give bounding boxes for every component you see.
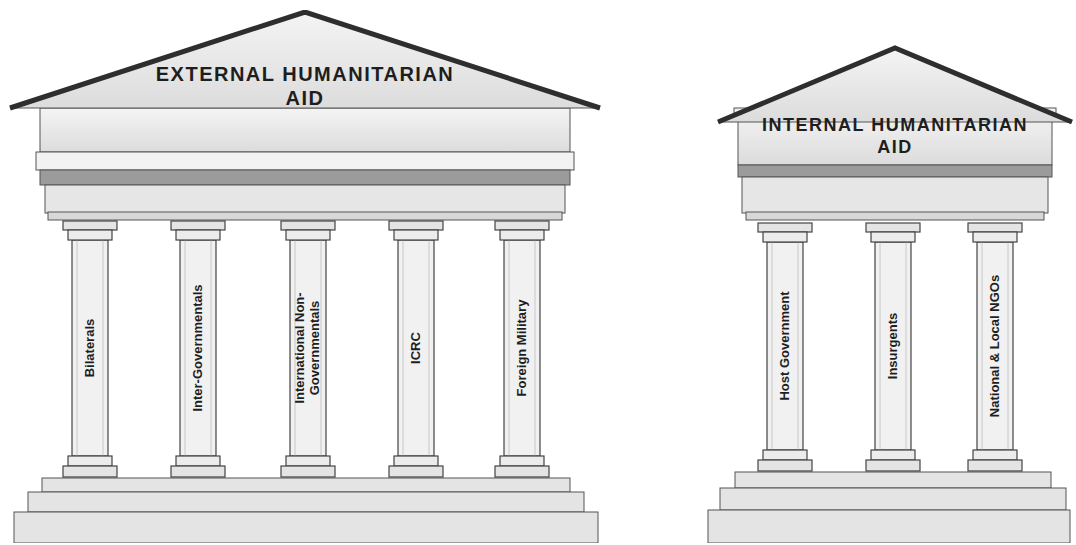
column-flute	[906, 242, 907, 450]
column-label: Foreign Military	[515, 246, 530, 450]
temple-title: EXTERNAL HUMANITARIAN AID	[155, 62, 455, 110]
column-base	[495, 466, 549, 477]
column-shaft	[875, 242, 911, 450]
column-base	[389, 466, 443, 477]
column-base	[176, 456, 220, 466]
column-capital	[281, 221, 335, 230]
temple-title: INTERNAL HUMANITARIAN AID	[745, 115, 1045, 158]
temple-band	[738, 165, 1052, 177]
temple-step	[28, 492, 584, 512]
column-base	[763, 450, 807, 460]
column-base	[758, 460, 812, 471]
text-holder: EXTERNAL HUMANITARIAN AID	[155, 62, 455, 110]
column-flute	[509, 240, 510, 456]
temple-pediment	[718, 48, 1072, 122]
column-capital	[68, 230, 112, 240]
column-base	[171, 466, 225, 477]
text-holder: INTERNAL HUMANITARIAN AID	[745, 115, 1045, 158]
column-flute	[880, 242, 881, 450]
column-base	[394, 456, 438, 466]
column-shaft	[180, 240, 216, 456]
column-flute	[798, 242, 799, 450]
column-base	[286, 456, 330, 466]
column-flute	[185, 240, 186, 456]
column-label: Host Government	[778, 248, 793, 444]
column-flute	[982, 242, 983, 450]
temple-step	[42, 478, 570, 492]
temple-band	[40, 170, 570, 185]
column-label: Bilaterals	[83, 246, 98, 450]
column-base	[973, 450, 1017, 460]
column-shaft	[290, 240, 326, 456]
column-label: Inter-Governmentals	[191, 246, 206, 450]
temple: EXTERNAL HUMANITARIAN AID Bilaterals Inter…	[8, 10, 604, 543]
temple-frieze	[40, 108, 570, 152]
column-base	[68, 456, 112, 466]
column-base	[968, 460, 1022, 471]
column-base	[500, 456, 544, 466]
column-capital	[394, 230, 438, 240]
column-label: National & Local NGOs	[988, 248, 1003, 444]
column: Insurgents	[863, 222, 923, 472]
column-shaft	[398, 240, 434, 456]
column-capital	[495, 221, 549, 230]
column-capital	[973, 232, 1017, 242]
column: National & Local NGOs	[965, 222, 1025, 472]
column-base	[63, 466, 117, 477]
temple-step	[735, 472, 1051, 488]
temple-lip	[48, 212, 562, 220]
column: Inter-Governmentals	[168, 220, 228, 478]
column-capital	[758, 223, 812, 232]
column-flute	[103, 240, 104, 456]
roof-edge	[718, 48, 1072, 122]
temple-step	[720, 488, 1066, 510]
temple-architrave	[742, 177, 1048, 213]
column-base	[866, 460, 920, 471]
column: ICRC	[386, 220, 446, 478]
column-capital	[389, 221, 443, 230]
column-base	[871, 450, 915, 460]
temple-lip	[746, 212, 1044, 220]
temple: INTERNAL HUMANITARIAN AID Host Government…	[704, 44, 1074, 543]
column: Bilaterals	[60, 220, 120, 478]
column: Foreign Military	[492, 220, 552, 478]
temple-frieze	[738, 110, 1052, 165]
column-flute	[535, 240, 536, 456]
column-shaft	[72, 240, 108, 456]
column: Host Government	[755, 222, 815, 472]
column-capital	[763, 232, 807, 242]
column-flute	[77, 240, 78, 456]
column-shaft	[504, 240, 540, 456]
temple-cornice	[36, 152, 574, 170]
column-capital	[500, 230, 544, 240]
column-capital	[63, 221, 117, 230]
temple-step	[14, 512, 598, 543]
column-capital	[871, 232, 915, 242]
column-capital	[176, 230, 220, 240]
column-shaft	[977, 242, 1013, 450]
column-label: Insurgents	[886, 248, 901, 444]
column-shaft	[767, 242, 803, 450]
column-flute	[1008, 242, 1009, 450]
temple-step	[708, 510, 1070, 543]
column-label: International Non-Governmentals	[293, 246, 323, 450]
column-flute	[403, 240, 404, 456]
column: International Non-Governmentals	[278, 220, 338, 478]
column-flute	[772, 242, 773, 450]
column-capital	[968, 223, 1022, 232]
column-base	[281, 466, 335, 477]
column-label: ICRC	[409, 246, 424, 450]
column-flute	[429, 240, 430, 456]
column-flute	[211, 240, 212, 456]
column-capital	[171, 221, 225, 230]
column-capital	[286, 230, 330, 240]
temple-architrave	[45, 185, 565, 213]
column-capital	[866, 223, 920, 232]
